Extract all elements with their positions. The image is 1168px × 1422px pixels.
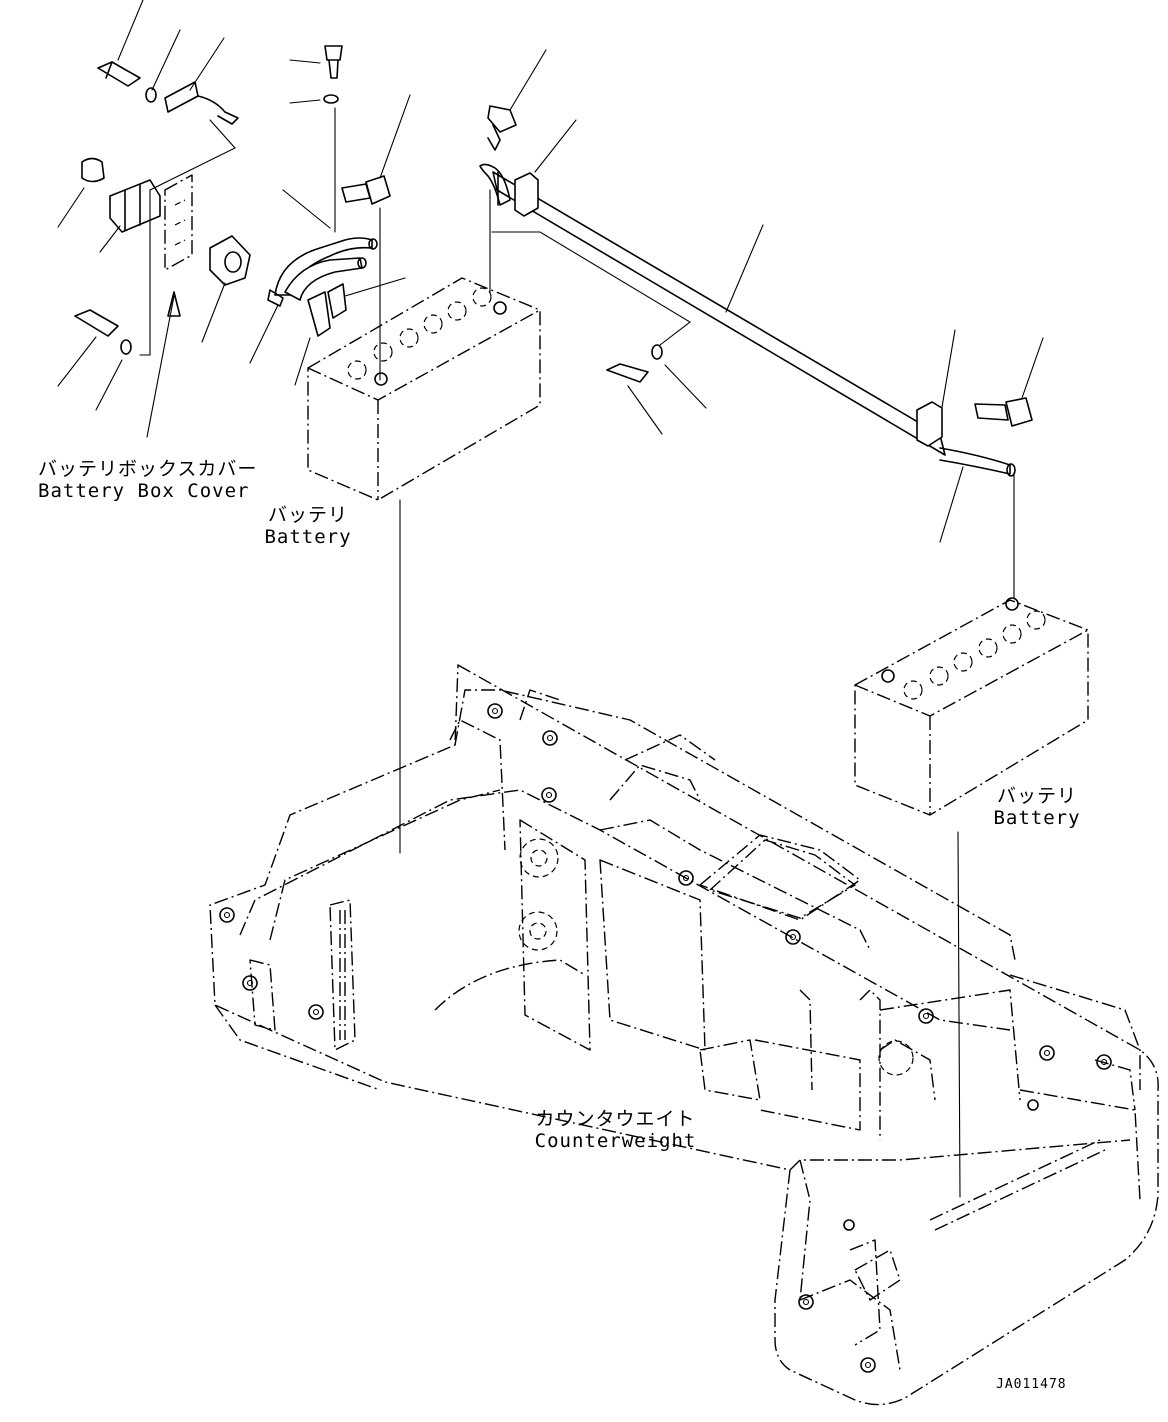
battery-right-label: バッテリ Battery [991, 785, 1083, 829]
drawing-reference-number: JA011478 [996, 1377, 1067, 1392]
counterweight-outline [209, 664, 1159, 1406]
battery-box-cover [109, 81, 251, 356]
counterweight-label-en: Counterweight [534, 1130, 697, 1152]
leader-lines [57, 0, 1044, 1198]
battery-right [854, 597, 1089, 816]
counterweight-label: カウンタウエイト Counterweight [528, 1108, 703, 1152]
battery-cable-short [267, 105, 1033, 427]
battery-left [307, 277, 541, 501]
battery-cable-long [479, 163, 1016, 477]
battery-right-label-en: Battery [993, 807, 1081, 829]
battery-right-label-jp: バッテリ [996, 785, 1077, 807]
counterweight-label-jp: カウンタウエイト [535, 1108, 696, 1130]
battery-box-cover-label-jp: バッテリボックスカバー [38, 458, 258, 480]
battery-box-cover-label-en: Battery Box Cover [38, 480, 250, 502]
battery-left-label-jp: バッテリ [267, 504, 348, 526]
fasteners [74, 45, 663, 383]
battery-left-label-en: Battery [264, 526, 352, 548]
battery-box-cover-label: バッテリボックスカバー Battery Box Cover [38, 458, 257, 502]
counterweight-bolt-holes [219, 703, 1112, 1373]
battery-left-label: バッテリ Battery [262, 504, 354, 548]
